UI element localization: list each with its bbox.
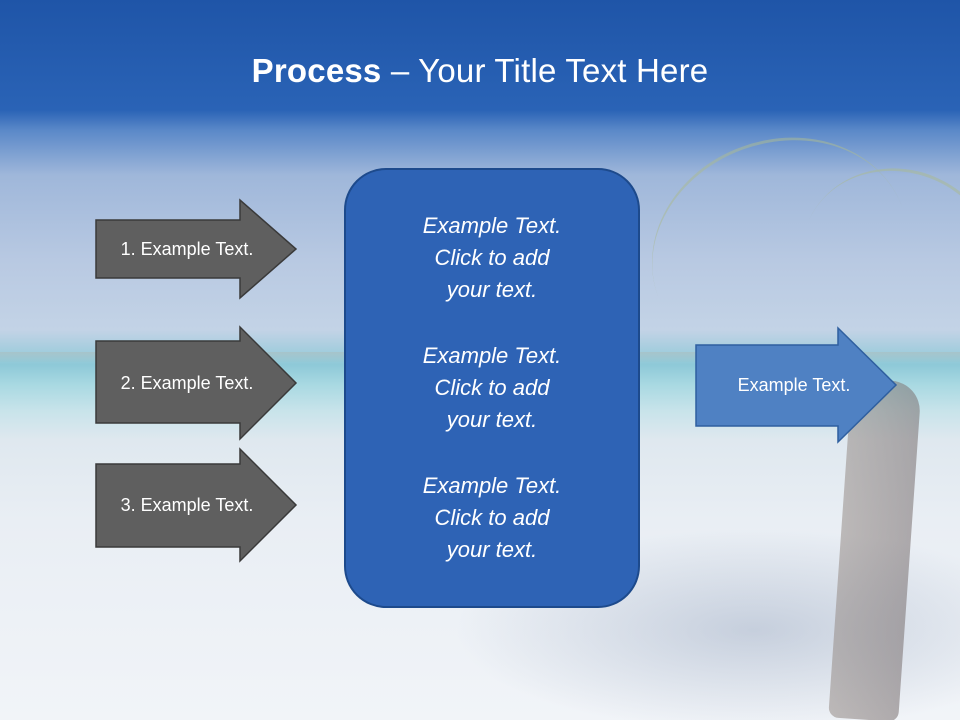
center-text-line: your text. [446, 407, 538, 432]
center-text-block-3[interactable]: Example Text. Click to add your text. [423, 470, 562, 566]
arrow-shape [95, 325, 298, 441]
center-text-block-1[interactable]: Example Text. Click to add your text. [423, 210, 562, 306]
arrow-shape [95, 198, 298, 300]
result-arrow[interactable]: Example Text. [694, 326, 900, 444]
center-text-line: Example Text. [422, 343, 562, 368]
step-arrow-label: 1. Example Text. [120, 238, 254, 259]
step-arrow-label: 3. Example Text. [120, 494, 254, 515]
step-arrow-2[interactable]: 2. Example Text. [94, 325, 300, 441]
center-text-block-2[interactable]: Example Text. Click to add your text. [423, 340, 562, 436]
center-text-line: your text. [446, 277, 538, 302]
center-text-line: Example Text. [422, 213, 562, 238]
center-content-box[interactable]: Example Text. Click to add your text. Ex… [344, 168, 640, 608]
title-bold: Process [251, 52, 382, 89]
step-arrow-label: 2. Example Text. [120, 372, 254, 393]
step-arrow-1[interactable]: 1. Example Text. [94, 198, 300, 300]
center-text-line: Click to add [434, 245, 550, 270]
center-text-line: Click to add [434, 505, 550, 530]
result-arrow-label: Example Text. [737, 374, 851, 395]
arrow-shape [695, 326, 898, 444]
step-arrow-3[interactable]: 3. Example Text. [94, 447, 300, 563]
title-rest: – Your Title Text Here [381, 52, 709, 89]
center-text-line: Click to add [434, 375, 550, 400]
center-text-line: your text. [446, 537, 538, 562]
slide-title[interactable]: Process – Your Title Text Here [0, 52, 960, 90]
arrow-shape [95, 447, 298, 563]
center-text-line: Example Text. [422, 473, 562, 498]
